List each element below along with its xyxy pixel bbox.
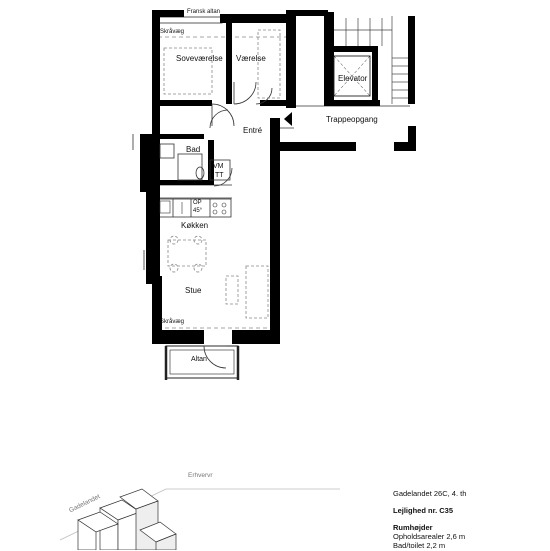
apartment-number: Lejlighed nr. C35 [393,506,454,515]
elevator-cabin [333,55,371,97]
label-fransk-altan: Fransk altan [187,9,221,15]
window-ticks [132,134,145,270]
label-op: OP [193,200,202,206]
walls [140,10,416,344]
label-tt: TT [215,172,224,179]
heights-title: Rumhøjder [393,523,433,532]
label-op-angle: 45° [193,208,203,214]
staircase [334,16,408,104]
bath-height: Bad/toilet 2,2 m [393,541,446,550]
balcony [164,345,240,380]
label-skraavaeg-top: Skråvæg [160,29,185,35]
doors [203,81,273,369]
label-skraavaeg-bottom: Skråvæg [160,319,185,325]
living-height: Opholdsarealer 2,6 m [393,532,466,541]
label-street-top: Erhvervr [188,472,213,479]
sloped-ceiling-lines [158,36,290,329]
furniture [163,29,281,319]
bath-fixtures [159,143,231,181]
label-trappeopgang: Trappeopgang [326,115,378,124]
address: Gadelandet 26C, 4. th [393,489,467,498]
kitchen-fixtures [159,200,227,215]
label-bad: Bad [186,145,201,154]
label-stue: Stue [185,286,202,295]
entrance-arrow [284,112,292,126]
label-sovevaerelse: Soveværelse [176,54,223,63]
label-altan: Altan [191,356,207,363]
label-entre: Entré [243,126,263,135]
label-vm: VM [213,163,224,170]
label-elevator: Elevator [338,74,368,83]
label-vaerelse: Værelse [236,54,266,63]
label-koekken: Køkken [181,221,209,230]
context-map [59,488,340,550]
